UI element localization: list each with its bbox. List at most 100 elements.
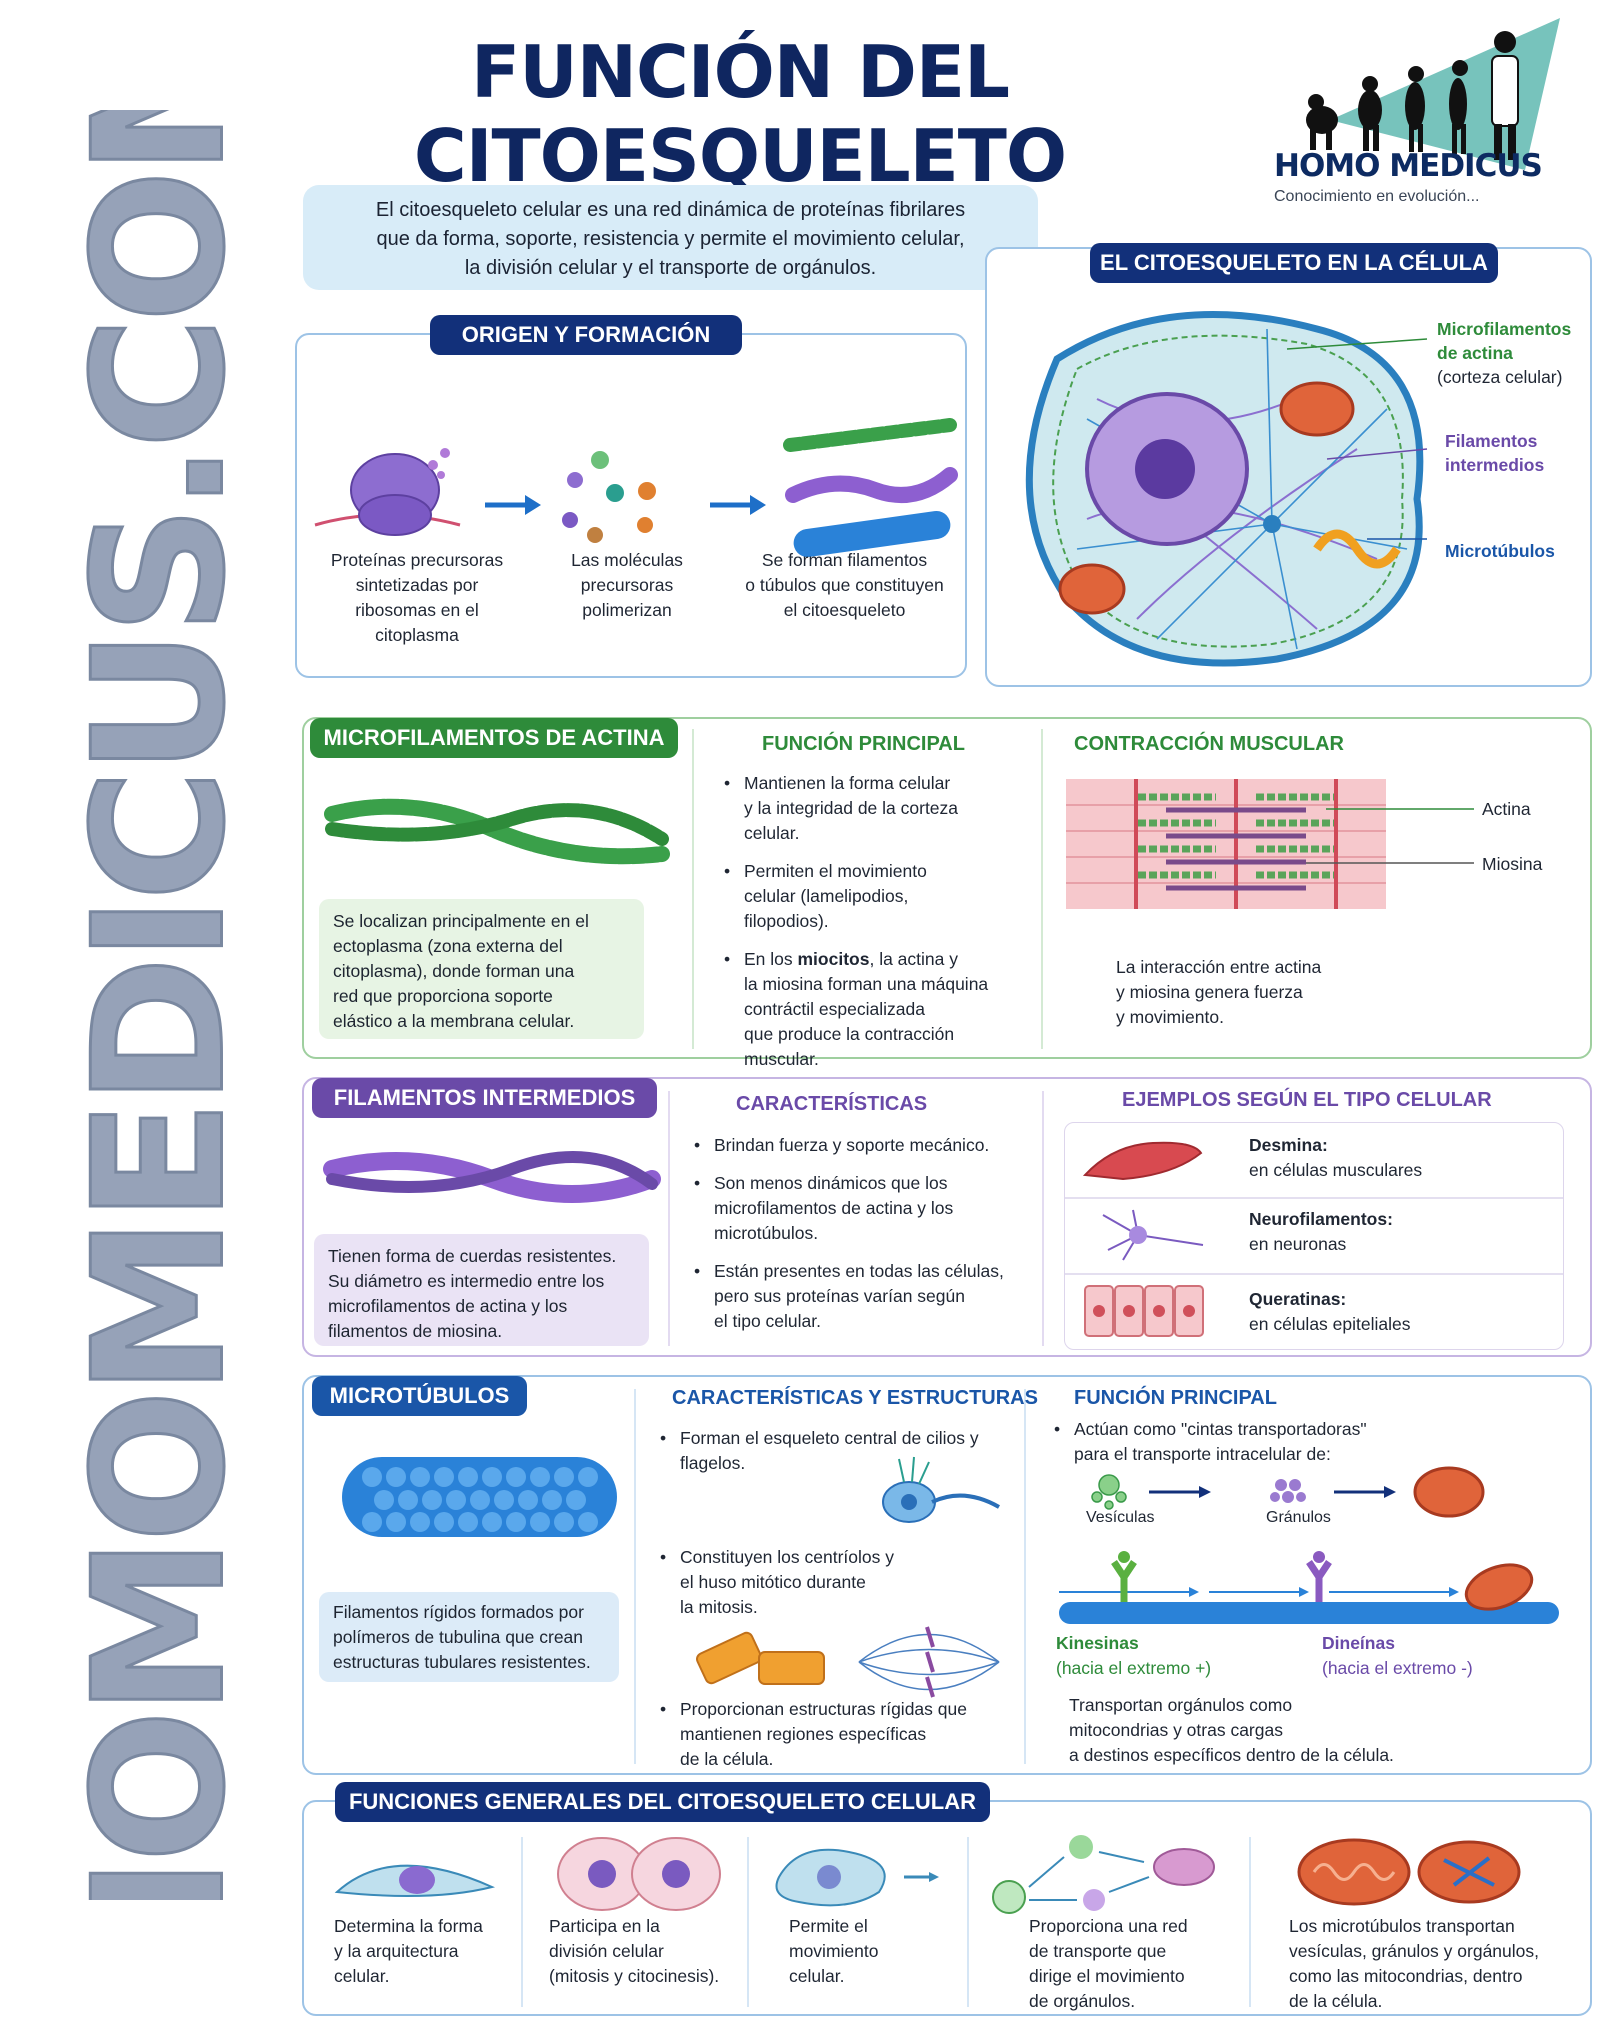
vesicle-icon [1091,1474,1127,1510]
kinesin-icon [1111,1551,1137,1602]
neuron-icon [1102,1209,1204,1261]
intermedios-caract-heading: CARACTERÍSTICAS [736,1093,928,1115]
intro-line-1: El citoesqueleto celular es una red diná… [375,199,966,221]
microtubulos-funcion-heading: FUNCIÓN PRINCIPAL [1074,1387,1277,1409]
ejemplo-neurofilamentos: Neurofilamentos:en neuronas [1249,1209,1393,1254]
logo: HOMO MEDICUS Conocimiento en evolución..… [1270,10,1600,210]
ejemplo-desmina: Desmina:en células musculares [1249,1135,1423,1180]
actina-bullet-3: En los miocitos, la actina yla miosina f… [724,947,1024,1072]
actina-funcion-heading: FUNCIÓN PRINCIPAL [762,733,965,755]
microtubulos-bullet-2: Constituyen los centríolos yel huso mitó… [660,1545,1015,1620]
logo-tagline: Conocimiento en evolución... [1274,188,1480,205]
intermedios-bullet-2: Son menos dinámicos que losmicrofilament… [694,1171,1034,1246]
intro-line-3: la división celular y el transporte de o… [464,257,877,279]
granule-icon [1270,1479,1306,1503]
intermediate-filament-mini-icon [785,467,958,503]
ejemplos-table: Desmina:en células musculares Neurofilam… [1064,1122,1564,1350]
epithelial-cells-icon [1084,1285,1204,1337]
celula-panel: Microfilamentos de actina (corteza celul… [985,247,1592,687]
kinesinas-label: Kinesinas (hacia el extremo +) [1056,1633,1212,1678]
origen-heading: ORIGEN Y FORMACIÓN [430,315,742,355]
ejemplos-heading: EJEMPLOS SEGÚN EL TIPO CELULAR [1122,1089,1492,1111]
label-miosina: Miosina [1482,854,1543,874]
celula-heading: EL CITOESQUELETO EN LA CÉLULA [1090,243,1498,283]
actin-filament-icon [324,798,670,865]
intermedios-panel: Tienen forma de cuerdas resistentes.Su d… [302,1077,1592,1357]
label-vesiculas: Vesículas [1086,1509,1155,1526]
intermedios-caract-list: Brindan fuerza y soporte mecánico. Son m… [694,1133,1034,1347]
ejemplo-queratinas: Queratinas:en células epiteliales [1249,1289,1411,1334]
transport-network-icon [992,1835,1215,1914]
mitochondrion-cargo-icon [1413,1466,1485,1518]
intro-box: El citoesqueleto celular es una red diná… [303,185,1038,290]
generales-heading: FUNCIONES GENERALES DEL CITOESQUELETO CE… [335,1782,990,1822]
mitochondria-transport-icon [1297,1838,1521,1906]
funcion-intro: Actúan como "cintas transportadoras"para… [1054,1417,1554,1467]
microtubule-icon [342,1457,617,1537]
actin-filament-mini-icon [783,418,957,452]
label-microfilamentos-actina: Microfilamentos de actina (corteza celul… [1437,319,1572,387]
label-filamentos-intermedios: Filamentos intermedios [1445,431,1545,475]
cell-illustration [1025,310,1424,667]
logo-name: HOMO MEDICUS [1274,148,1543,184]
sarcomere-icon [1066,779,1474,909]
cell-shape-icon [334,1864,496,1897]
microtubulos-funcion-list: Actúan como "cintas transportadoras"para… [1054,1417,1554,1480]
microtubulos-caract-heading: CARACTERÍSTICAS Y ESTRUCTURAS [672,1387,1038,1409]
microtubulos-bullet-3: Proporcionan estructuras rígidas quemant… [660,1697,1015,1772]
label-microtubulos: Microtúbulos [1445,541,1555,561]
intermedios-bullet-3: Están presentes en todas las células,per… [694,1259,1034,1334]
microtubule-track [1059,1602,1559,1624]
watermark: HOMOMEDICUS.COM [60,110,260,1900]
microtubulos-heading: MICROTÚBULOS [312,1376,527,1416]
evolution-silhouettes-icon [1306,18,1560,170]
cell-division-icon [557,1837,721,1911]
contraccion-heading: CONTRACCIÓN MUSCULAR [1074,733,1344,755]
formation-diagram [314,418,958,558]
motor-transport-diagram [1059,1466,1559,1624]
cilium-icon [882,1456,1000,1523]
centrosome [1263,515,1281,533]
centrioles-spindle-icon [696,1626,1000,1698]
intro-line-2: que da forma, soporte, resistencia y per… [376,228,965,250]
mitochondrion-icon-2 [1058,563,1126,615]
intermedios-bullet-1: Brindan fuerza y soporte mecánico. [694,1133,1034,1158]
title-line-1: FUNCIÓN DEL [471,30,1010,114]
actina-heading: MICROFILAMENTOS DE ACTINA [310,718,678,758]
nucleolus [1135,439,1195,499]
intermedios-note: Tienen forma de cuerdas resistentes.Su d… [314,1234,649,1346]
golgi-icon [1313,529,1401,569]
microtubule-mini-icon [793,510,951,558]
watermark-text: HOMOMEDICUS.COM [60,110,260,1900]
intermedios-heading: FILAMENTOS INTERMEDIOS [312,1078,657,1118]
microtubulos-caract-list: Forman el esqueleto central de cilios yf… [660,1426,1015,1489]
mitochondrion-icon [1279,381,1355,437]
intermediate-filament-icon [323,1151,661,1203]
label-actina: Actina [1482,799,1531,819]
microtubulos-bullet-1: Forman el esqueleto central de cilios yf… [660,1426,1015,1476]
muscle-icon [1082,1141,1203,1181]
dineinas-label: Dineínas (hacia el extremo -) [1322,1633,1473,1678]
label-granulos: Gránulos [1266,1509,1331,1526]
dynein-icon [1306,1551,1332,1602]
cell-movement-icon [775,1848,939,1907]
